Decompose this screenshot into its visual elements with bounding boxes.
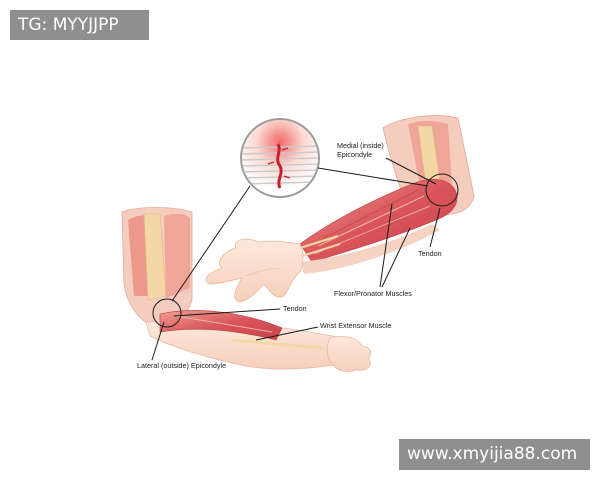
watermark-bottom: www.xmyijia88.com <box>399 439 590 470</box>
right-arm <box>205 115 475 303</box>
zoom-inset <box>240 118 320 198</box>
leader-lines <box>151 157 441 361</box>
watermark-top: TG: MYYJJPP <box>10 10 149 40</box>
label-flexor-pronator-muscles: Flexor/Pronator Muscles <box>334 289 412 298</box>
label-wrist-extensor-muscle: Wrist Extensor Muscle <box>320 321 391 330</box>
label-medial-epicondyle-line2: Epicondyle <box>337 150 372 159</box>
label-medial-epicondyle-line1: Medial (inside) <box>337 141 384 150</box>
label-tendon-lateral: Tendon <box>283 304 307 313</box>
label-tendon-medial: Tendon <box>418 249 442 258</box>
label-lateral-epicondyle: Lateral (outside) Epicondyle <box>137 361 226 370</box>
